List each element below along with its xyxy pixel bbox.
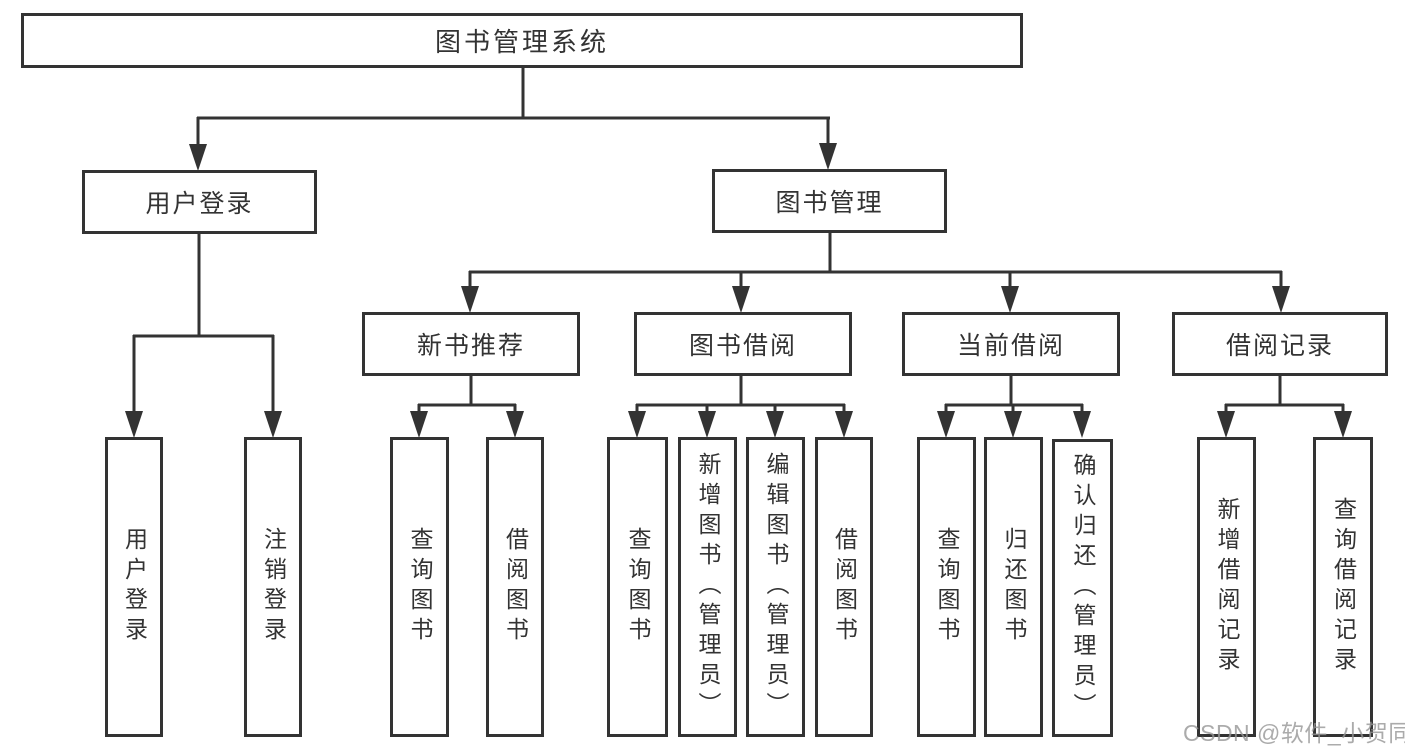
- node-label: 借阅图书: [831, 527, 858, 647]
- leaf-borrow-add-books-admin: 新增图书（管理员）: [678, 437, 737, 737]
- node-label: 注销登录: [260, 527, 287, 647]
- arrowhead-icon: [937, 411, 955, 438]
- leaf-records-query-record: 查询借阅记录: [1313, 437, 1373, 737]
- csdn-watermark: CSDN @软件_小贺同学: [1183, 720, 1405, 746]
- node-current-borrow: 当前借阅: [902, 312, 1120, 376]
- node-label: 借阅图书: [502, 527, 529, 647]
- node-label: 查询借阅记录: [1330, 497, 1357, 677]
- leaf-newbook-query-books: 查询图书: [390, 437, 449, 737]
- arrowhead-icon: [1001, 286, 1019, 313]
- arrowhead-icon: [835, 411, 853, 438]
- node-library-system: 图书管理系统: [21, 13, 1023, 68]
- leaf-current-query-books: 查询图书: [917, 437, 976, 737]
- arrowhead-icon: [1217, 411, 1235, 438]
- leaf-user-login: 用户登录: [105, 437, 163, 737]
- leaf-borrow-borrow-books: 借阅图书: [815, 437, 873, 737]
- arrowhead-icon: [1272, 286, 1290, 313]
- node-label: 归还图书: [1001, 527, 1027, 647]
- node-label: 图书管理: [775, 189, 884, 217]
- node-label: 图书管理系统: [434, 27, 609, 57]
- arrowhead-icon: [819, 143, 837, 170]
- node-label: 图书借阅: [688, 332, 797, 360]
- arrowhead-icon: [628, 411, 646, 438]
- leaf-borrow-query-books: 查询图书: [607, 437, 668, 737]
- leaf-newbook-borrow-books: 借阅图书: [486, 437, 544, 737]
- node-label: 用户登录: [121, 527, 148, 647]
- arrowhead-icon: [1073, 411, 1091, 438]
- leaf-current-return-books: 归还图书: [984, 437, 1043, 737]
- node-label: 新书推荐: [416, 332, 525, 360]
- arrowhead-icon: [1334, 411, 1352, 438]
- node-book-borrow: 图书借阅: [634, 312, 852, 376]
- arrowhead-icon: [698, 411, 716, 438]
- node-label: 用户登录: [145, 190, 254, 218]
- node-label: 查询图书: [934, 527, 960, 647]
- leaf-current-confirm-return-admin: 确认归还（管理员）: [1052, 439, 1113, 737]
- node-label: 确认归还（管理员）: [1070, 453, 1096, 723]
- leaf-borrow-edit-books-admin: 编辑图书（管理员）: [746, 437, 805, 737]
- node-label: 当前借阅: [956, 332, 1065, 360]
- arrowhead-icon: [506, 411, 524, 438]
- leaf-logout: 注销登录: [244, 437, 302, 737]
- node-label: 借阅记录: [1225, 332, 1334, 360]
- arrowhead-icon: [1004, 411, 1022, 438]
- arrowhead-icon: [732, 286, 750, 313]
- arrowhead-icon: [410, 411, 428, 438]
- node-label: 查询图书: [407, 527, 433, 647]
- arrowhead-icon: [125, 411, 143, 438]
- node-label: 编辑图书（管理员）: [763, 452, 789, 722]
- node-label: 新增借阅记录: [1214, 497, 1240, 677]
- arrowhead-icon: [461, 286, 479, 313]
- node-label: 新增图书（管理员）: [695, 452, 721, 722]
- node-user-login: 用户登录: [82, 170, 317, 234]
- arrowhead-icon: [264, 411, 282, 438]
- node-label: 查询图书: [625, 527, 651, 647]
- arrowhead-icon: [189, 144, 207, 171]
- arrowhead-icon: [766, 411, 784, 438]
- node-new-book-recommend: 新书推荐: [362, 312, 580, 376]
- node-borrow-records: 借阅记录: [1172, 312, 1388, 376]
- node-book-management: 图书管理: [712, 169, 947, 233]
- leaf-records-add-record: 新增借阅记录: [1197, 437, 1256, 737]
